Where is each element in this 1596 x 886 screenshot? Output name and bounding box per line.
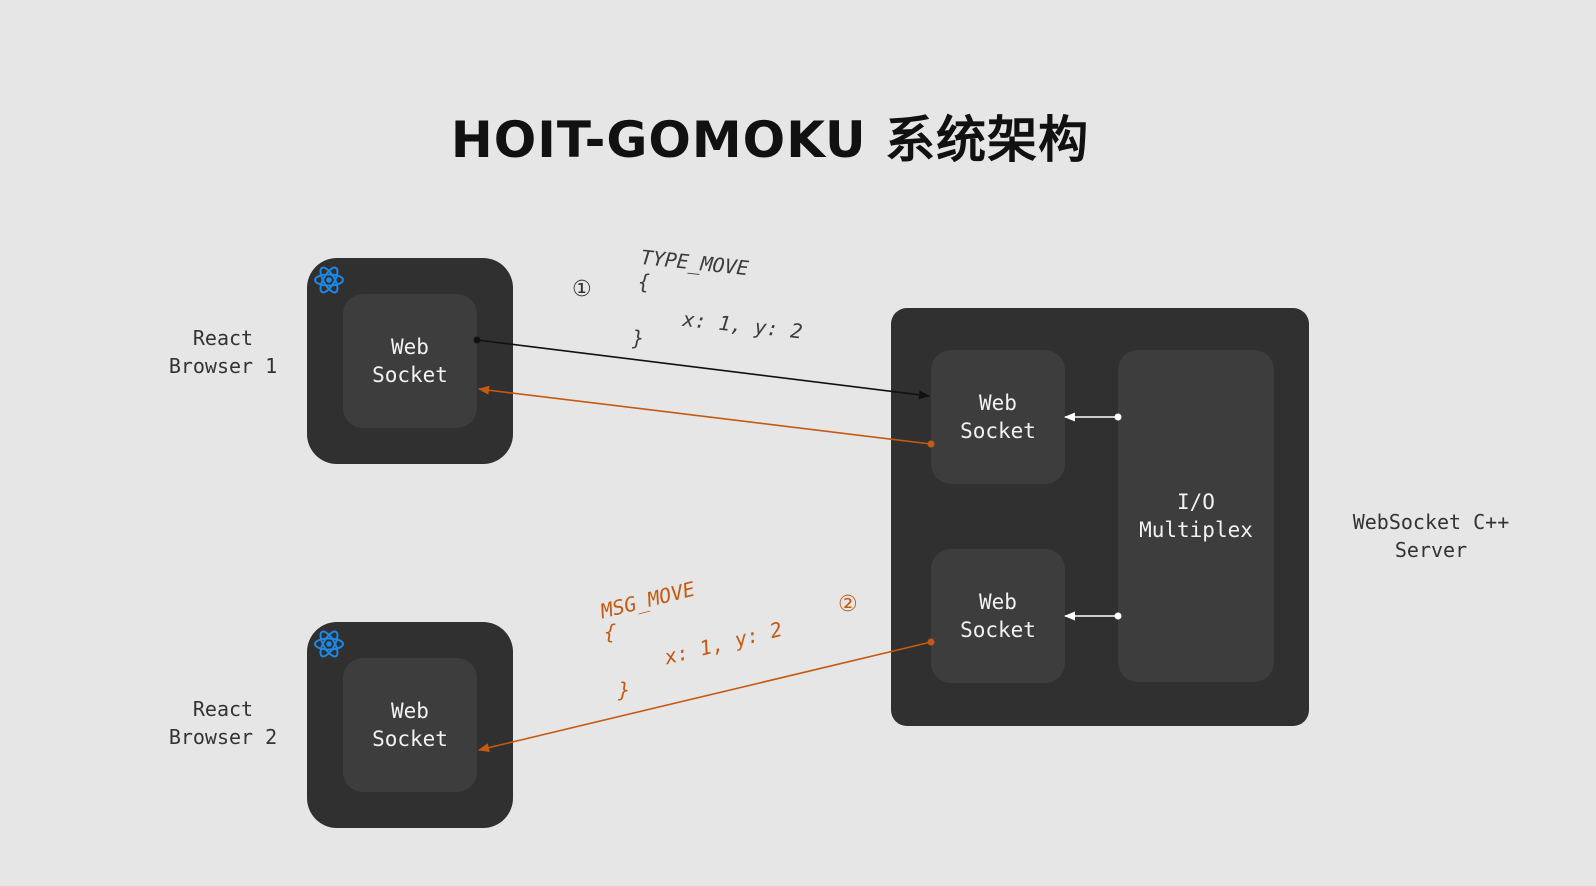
arrow-mux-ws-1-start	[1114, 413, 1122, 421]
browser-1-websocket: Web Socket	[343, 294, 477, 428]
server-box: Web Socket Web Socket I/O Multiplex	[891, 308, 1309, 726]
arrow-msg-move-start	[927, 638, 935, 646]
react-logo-icon	[314, 630, 344, 658]
step-2-marker: ②	[838, 592, 858, 617]
server-websocket-2: Web Socket	[931, 549, 1065, 683]
arrow-reply-browser-1	[477, 385, 932, 445]
browser-2-websocket: Web Socket	[343, 658, 477, 792]
browser-2-box: Web Socket	[307, 622, 513, 828]
msg-move-close-brace: }	[618, 678, 631, 702]
arrow-type-move-start	[473, 336, 481, 344]
browser-1-label: React Browser 1	[168, 326, 278, 378]
react-logo-icon	[314, 266, 344, 294]
server-websocket-1: Web Socket	[931, 350, 1065, 484]
browser-1-box: Web Socket	[307, 258, 513, 464]
browser-2-label: React Browser 2	[168, 697, 278, 749]
type-move-open-brace: {	[638, 270, 651, 294]
arrow-type-move	[476, 339, 931, 400]
arrow-reply-browser-1-start	[927, 440, 935, 448]
arrow-mux-ws-2-start	[1114, 612, 1122, 620]
msg-move-open-brace: {	[604, 620, 617, 644]
arrow-msg-move	[477, 641, 932, 753]
type-move-close-brace: }	[632, 326, 645, 350]
io-multiplex-box: I/O Multiplex	[1118, 350, 1274, 682]
step-1-marker: ①	[572, 277, 592, 302]
server-label: WebSocket C++ Server	[1352, 510, 1510, 562]
diagram-title: HOIT-GOMOKU 系统架构	[450, 111, 1090, 169]
